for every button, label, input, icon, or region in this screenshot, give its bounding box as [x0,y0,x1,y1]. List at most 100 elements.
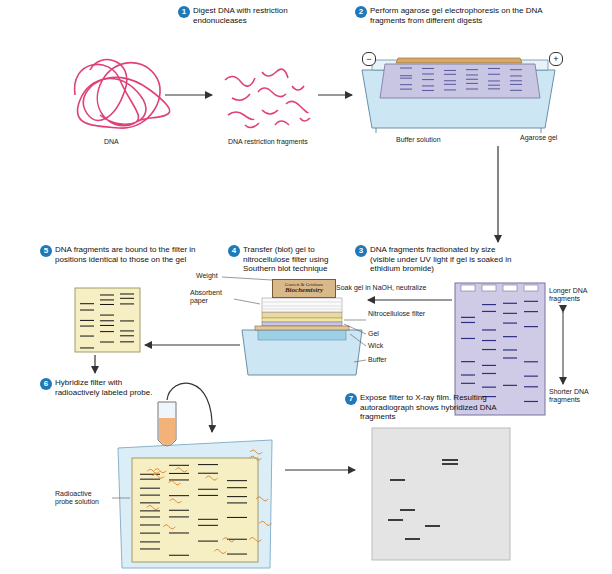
part-label: Agarose gel [520,134,557,142]
callout-number: 2 [355,6,367,18]
blot-apparatus [242,298,362,375]
gel-band [422,79,434,80]
dna-band [503,303,517,304]
step-text: Expose filter to X-ray film. Resulting a… [360,393,500,422]
part-label: Buffer [368,356,387,364]
dna-band [461,317,475,318]
gel-well [482,285,496,291]
gel-band [488,88,500,89]
dna-band [503,322,517,323]
probe-strand [147,506,159,510]
probe-strand [169,481,181,485]
step-text: Perform agarose gel electrophoresis on t… [370,6,560,25]
part-label: Weight [196,272,218,280]
filter-band [100,299,114,300]
filter-band [120,330,134,331]
filter-band [120,335,134,336]
dna-band [503,357,517,358]
part-label: DNA [104,138,119,146]
dna-band [503,349,517,350]
filter-band [120,320,134,321]
step-text: DNA fragments fractionated by size (visi… [370,245,520,274]
filter-band [100,304,114,305]
filter-band [198,525,218,526]
part-label: Nitrocellulose filter [368,310,438,318]
filter-band [169,465,189,466]
dna-band [482,340,496,341]
dna-band [461,374,475,375]
gel-band [422,85,434,86]
filter-band [227,480,247,481]
hybridization-bag [118,440,272,568]
filter-band [198,519,218,520]
probe-strand [249,538,261,542]
gel-well [524,285,538,291]
electrode-sign: − [362,52,376,66]
filter-band [227,539,247,540]
gel-band [510,80,522,81]
gel-well [503,285,517,291]
filter-band [80,303,94,304]
filter-band [140,488,160,489]
probe-strand [206,476,218,480]
gel-band [422,90,434,91]
dna-band [524,386,538,387]
filter-band [140,516,160,517]
gel-band [466,83,478,84]
filter-band [227,554,247,555]
gel-band [466,74,478,75]
filter-band [80,336,94,337]
gel-band [422,68,434,69]
gel-band [444,89,456,90]
probe-strand [214,549,226,553]
dna-band [524,301,538,302]
autoradiograph-film [372,428,510,560]
dna-band [461,383,475,384]
filter-band [80,320,94,321]
gel-band [488,68,500,69]
probe-strand [259,521,271,525]
filter-band [140,510,160,511]
dna-band [503,336,517,337]
part-label: DNA restriction fragments [228,138,308,146]
gel-band [488,80,500,81]
probe-tube [158,402,176,446]
dna-band [461,322,475,323]
probe-strand [223,538,235,542]
callout-number: 4 [228,245,240,257]
nitrocellulose-filter [75,288,140,352]
gel-band [400,89,412,90]
filter-band [120,341,134,342]
probe-strand [154,469,166,473]
filter-band [140,479,160,480]
gel-band [510,69,522,70]
callout-number: 1 [178,6,190,18]
probe-strand [163,525,175,529]
filter-band [169,510,189,511]
filter-band [169,516,189,517]
filter-band [227,502,247,503]
gel-band [488,85,500,86]
dna-band [482,304,496,305]
part-label: Longer DNA fragments [549,287,597,304]
part-label: Radioactive probe solution [55,490,110,507]
filter-band [198,495,218,496]
dna-band [524,361,538,362]
dna-band [482,349,496,350]
filter-band [100,315,114,316]
filter-band [198,541,218,542]
filter-band [80,347,94,348]
filter-band [140,548,160,549]
gel-band [510,75,522,76]
dna-band [503,385,517,386]
electrode-sign: + [549,52,563,66]
filter-band [100,320,114,321]
gel-band [422,73,434,74]
dna-band [524,376,538,377]
filter-band [100,331,114,332]
filter-band [100,325,114,326]
filter-band [227,517,247,518]
book-weight: Garrett & GrishamBiochemistry [272,279,336,298]
dna-band [461,361,475,362]
part-label: Wick [368,342,383,350]
